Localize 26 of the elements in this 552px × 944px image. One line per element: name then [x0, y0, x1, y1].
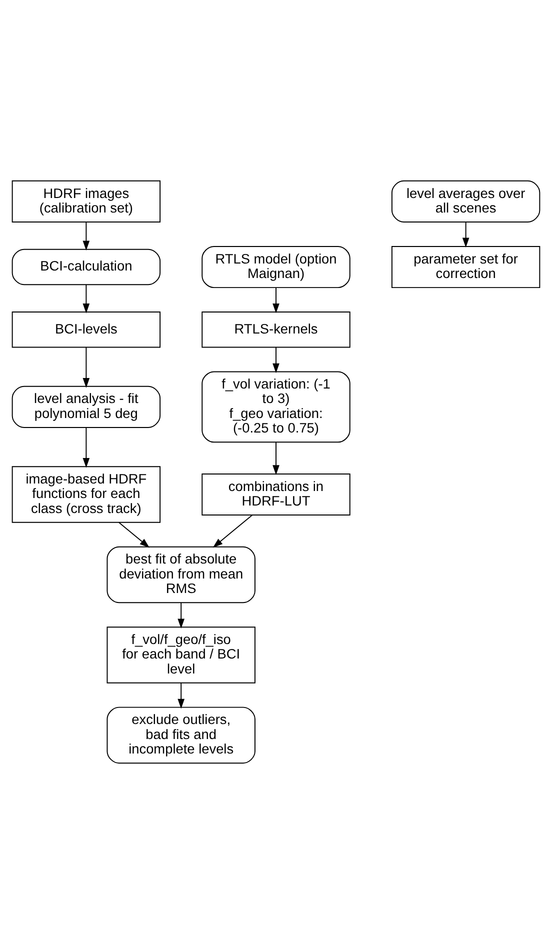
- arrow: [178, 602, 185, 628]
- node-box: combinations in HDRF-LUT: [202, 473, 350, 516]
- arrow: [272, 346, 280, 374]
- node-box: image-based HDRF functions for each class (cross track): [12, 466, 161, 523]
- node-box: best fit of absolute deviation from mean RMS: [106, 546, 256, 604]
- arrow: [82, 222, 90, 251]
- node-box: level analysis - fit polynomial 5 deg: [12, 386, 161, 428]
- node-box: parameter set for correction: [391, 246, 540, 288]
- arrow: [82, 427, 90, 468]
- arrow: [272, 287, 280, 314]
- node-box: level averages over all scenes: [391, 180, 540, 222]
- arrow: [178, 682, 185, 709]
- arrow: [212, 514, 253, 548]
- node-box: HDRF images (calibration set): [12, 180, 161, 222]
- arrow: [82, 284, 90, 314]
- arrow: [272, 442, 280, 475]
- node-box: f_vol/f_geo/f_iso for each band / BCI level: [106, 626, 256, 684]
- arrow: [118, 522, 150, 548]
- node-box: RTLS-kernels: [202, 312, 350, 348]
- node-box: RTLS model (option Maignan): [202, 246, 350, 288]
- node-box: f_vol variation: (-1 to 3) f_geo variation: (-0.25 to 0.75): [202, 371, 350, 443]
- node-box: BCI-calculation: [12, 248, 161, 286]
- node-box: BCI-levels: [12, 312, 161, 348]
- node-box: exclude outliers, bad fits and incomplete levels: [106, 706, 256, 764]
- arrow: [82, 346, 90, 388]
- arrow: [462, 222, 470, 248]
